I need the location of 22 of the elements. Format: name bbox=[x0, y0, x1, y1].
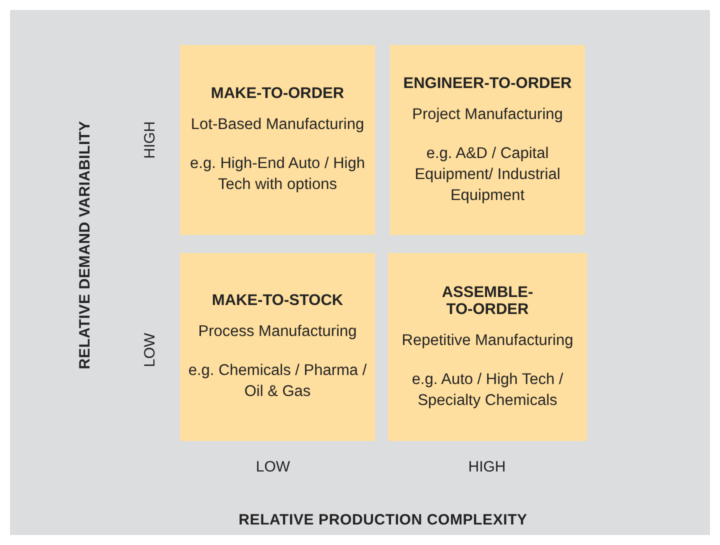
quadrant-examples: e.g. A&D / Capital Equipment/ Industrial Equipment bbox=[414, 144, 562, 206]
axis-tick-label: LOW bbox=[142, 332, 158, 368]
quadrant-heading: MAKE-TO-STOCK bbox=[212, 292, 344, 309]
quadrant-box bbox=[388, 253, 587, 441]
quadrant-subtitle: Process Manufacturing bbox=[198, 322, 357, 342]
quadrant-subtitle: Lot-Based Manufacturing bbox=[190, 115, 364, 135]
axis-tick-label: LOW bbox=[256, 458, 290, 476]
quadrant-box bbox=[390, 45, 585, 235]
quadrant-examples: e.g. High-End Auto / High Tech with options bbox=[189, 154, 366, 195]
quadrant-subtitle: Repetitive Manufacturing bbox=[402, 330, 574, 350]
axis-title: RELATIVE DEMAND VARIABILITY bbox=[76, 120, 94, 370]
quadrant-examples: e.g. Auto / High Tech / Specialty Chemicals bbox=[410, 370, 564, 410]
quadrant-heading: ENGINEER-TO-ORDER bbox=[403, 74, 572, 92]
axis-title: RELATIVE PRODUCTION COMPLEXITY bbox=[238, 512, 528, 528]
quadrant-heading: MAKE-TO-ORDER bbox=[210, 85, 344, 102]
quadrant-heading: ASSEMBLE- TO-ORDER bbox=[440, 284, 534, 318]
quadrant-subtitle: Project Manufacturing bbox=[412, 104, 563, 124]
quadrant-examples: e.g. Chemicals / Pharma / Oil & Gas bbox=[187, 361, 368, 402]
axis-tick-label: HIGH bbox=[142, 121, 158, 159]
quadrant-box bbox=[180, 253, 375, 441]
quadrant-box bbox=[180, 45, 375, 235]
axis-tick-label: HIGH bbox=[468, 458, 506, 476]
